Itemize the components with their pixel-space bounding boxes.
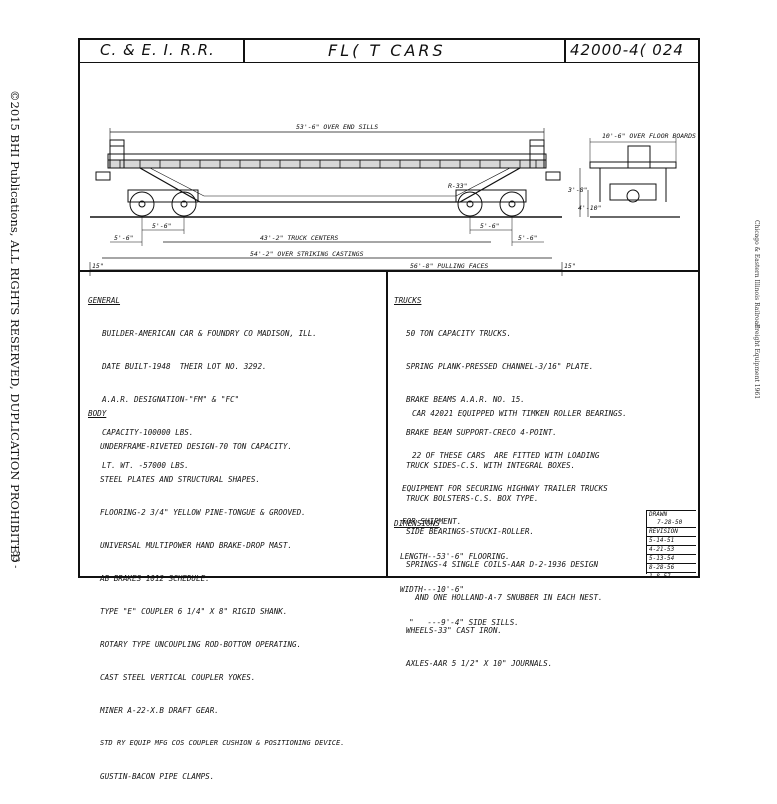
- dim-wheel-radius: R-33": [448, 182, 468, 190]
- general-line: BUILDER-AMERICAN CAR & FOUNDRY CO MADISO…: [102, 329, 317, 338]
- trucks-line: BRAKE BEAM SUPPORT-CRECO 4-POINT.: [406, 428, 557, 437]
- trucks-line: TRUCK SIDES-C.S. WITH INTEGRAL BOXES.: [406, 461, 576, 470]
- body-line: STD RY EQUIP MFG COS COUPLER CUSHION & P…: [100, 739, 345, 747]
- revision-date: 1-8-57: [649, 573, 671, 580]
- right-margin-subtitle: Freight Equipment 1961: [753, 324, 760, 400]
- dim-over-floor-boards: 10'-6" OVER FLOOR BOARDS: [602, 132, 696, 140]
- trucks-line: AXLES-AAR 5 1/2" X 10" JOURNALS.: [406, 659, 553, 668]
- body-line: FLOORING-2 3/4" YELLOW PINE-TONGUE & GRO…: [100, 508, 306, 517]
- drawn-label: DRAWN: [649, 511, 668, 518]
- dim-over-end-sills: 53'-6" OVER END SILLS: [296, 123, 378, 131]
- trucks-line: SPRING PLANK-PRESSED CHANNEL-3/16" PLATE…: [406, 362, 594, 371]
- dimensions-line: LENGTH--53'-6" FLOORING.: [400, 552, 510, 561]
- car-elevation-drawing: 53'-6" OVER END SILLS 10'-6" OVER FLOOR …: [89, 123, 696, 276]
- general-section: GENERAL BUILDER-AMERICAN CAR & FOUNDRY C…: [88, 273, 317, 493]
- dim-height-a: 3'-8": [567, 186, 588, 194]
- trailer-note-line: FOR SHIPMENT.: [402, 517, 462, 526]
- dim-truck-centers: 43'-2" TRUCK CENTERS: [260, 234, 338, 242]
- dim-end-offset-right: 15": [564, 262, 576, 270]
- body-line: UNDERFRAME-RIVETED DESIGN-70 TON CAPACIT…: [100, 442, 293, 451]
- trailer-note: 22 OF THESE CARS ARE FITTED WITH LOADING…: [402, 428, 608, 549]
- title-strip: C. & E. I. R.R. FL( T CARS 42000-4( 024: [80, 40, 698, 63]
- trucks-line: BRAKE BEAMS A.A.R. NO. 15.: [406, 395, 525, 404]
- revision-date: 4-21-53: [647, 546, 696, 555]
- drawn-date: 7-28-50: [647, 519, 696, 528]
- body-line: AB BRAKES 1012 SCHEDULE.: [100, 574, 210, 583]
- general-line: CAPACITY-100000 LBS.: [102, 428, 194, 437]
- right-truck: [455, 189, 527, 217]
- copyright-text: ©2015 BHI Publications, ALL RIGHTS RESER…: [8, 90, 22, 563]
- body-line: UNIVERSAL MULTIPOWER HAND BRAKE-DROP MAS…: [100, 541, 293, 550]
- general-heading: GENERAL: [88, 296, 121, 305]
- general-line: A.A.R. DESIGNATION-"FM" & "FC": [102, 395, 240, 404]
- general-line: DATE BUILT-1948 THEIR LOT NO. 3292.: [102, 362, 267, 371]
- body-line: TYPE "E" COUPLER 6 1/4" X 8" RIGID SHANK…: [100, 607, 288, 616]
- revision-label: REVISION: [647, 528, 696, 537]
- left-truck: [127, 189, 199, 217]
- body-line: STEEL PLATES AND STRUCTURAL SHAPES.: [100, 475, 261, 484]
- body-section: BODY UNDERFRAME-RIVETED DESIGN-70 TON CA…: [88, 386, 344, 804]
- trucks-line: AND ONE HOLLAND-A-7 SNUBBER IN EACH NEST…: [406, 593, 603, 602]
- body-heading: BODY: [88, 409, 107, 418]
- dim-left-truck-offset: 5'-6": [114, 234, 134, 242]
- trucks-line: SPRINGS-4 SINGLE COILS-AAR D-2-1936 DESI…: [406, 560, 599, 569]
- trailer-note-line: EQUIPMENT FOR SECURING HIGHWAY TRAILER T…: [402, 484, 608, 493]
- revision-date: 8-28-56: [647, 564, 696, 573]
- body-line: CAST STEEL VERTICAL COUPLER YOKES.: [100, 673, 256, 682]
- dim-truck-wheelbase-right: 5'-6": [480, 222, 500, 230]
- dim-over-striking-castings: 54'-2" OVER STRIKING CASTINGS: [250, 250, 364, 258]
- body-line: MINER A-22-X.B DRAFT GEAR.: [100, 706, 219, 715]
- car-number-range: 42000-4( 024: [570, 41, 684, 59]
- dimensions-section: DIMENSIONS LENGTH--53'-6" FLOORING. WIDT…: [394, 496, 519, 650]
- revision-block: DRAWN 7-28-50 REVISION 5-14-51 4-21-53 5…: [646, 510, 696, 580]
- dim-truck-wheelbase: 5'-6": [152, 222, 172, 230]
- dimensions-line: " ---9'-4" SIDE SILLS.: [400, 618, 519, 627]
- page-number: - 53 -: [10, 545, 20, 569]
- dim-pulling-faces: 56'-8" PULLING FACES: [410, 262, 488, 270]
- copyright-sidebar: ©2015 BHI Publications, ALL RIGHTS RESER…: [4, 90, 28, 570]
- revision-date: 5-14-51: [647, 537, 696, 546]
- dimensions-line: WIDTH---10'-6": [400, 585, 465, 594]
- dim-end-offset-left: 15": [92, 262, 104, 270]
- trucks-line: SIDE BEARINGS-STUCKI-ROLLER.: [406, 527, 535, 536]
- body-line: ROTARY TYPE UNCOUPLING ROD-BOTTOM OPERAT…: [100, 640, 302, 649]
- trailer-note-line: 22 OF THESE CARS ARE FITTED WITH LOADING: [412, 451, 600, 460]
- drawing-sheet: C. & E. I. R.R. FL( T CARS 42000-4( 024: [78, 38, 700, 781]
- right-margin-title: Chicago & Eastern Illinois Railroad: [753, 220, 760, 329]
- car-type-title: FL( T CARS: [328, 41, 446, 60]
- dimensions-heading: DIMENSIONS: [394, 519, 440, 528]
- revision-date: 5-13-54: [647, 555, 696, 564]
- timken-note: CAR 42021 EQUIPPED WITH TIMKEN ROLLER BE…: [412, 409, 627, 418]
- body-line: GUSTIN-BACON PIPE CLAMPS.: [100, 772, 215, 781]
- deck-outline: [107, 153, 547, 161]
- trucks-heading: TRUCKS: [394, 296, 422, 305]
- railroad-name: C. & E. I. R.R.: [100, 41, 215, 59]
- end-view: [579, 138, 680, 218]
- dim-right-end-offset: 5'-6": [518, 234, 538, 242]
- general-line: LT. WT. -57000 LBS.: [102, 461, 189, 470]
- dim-height-b: 4'-10": [578, 204, 601, 212]
- trucks-line: TRUCK BOLSTERS-C.S. BOX TYPE.: [406, 494, 539, 503]
- trucks-line: 50 TON CAPACITY TRUCKS.: [406, 329, 512, 338]
